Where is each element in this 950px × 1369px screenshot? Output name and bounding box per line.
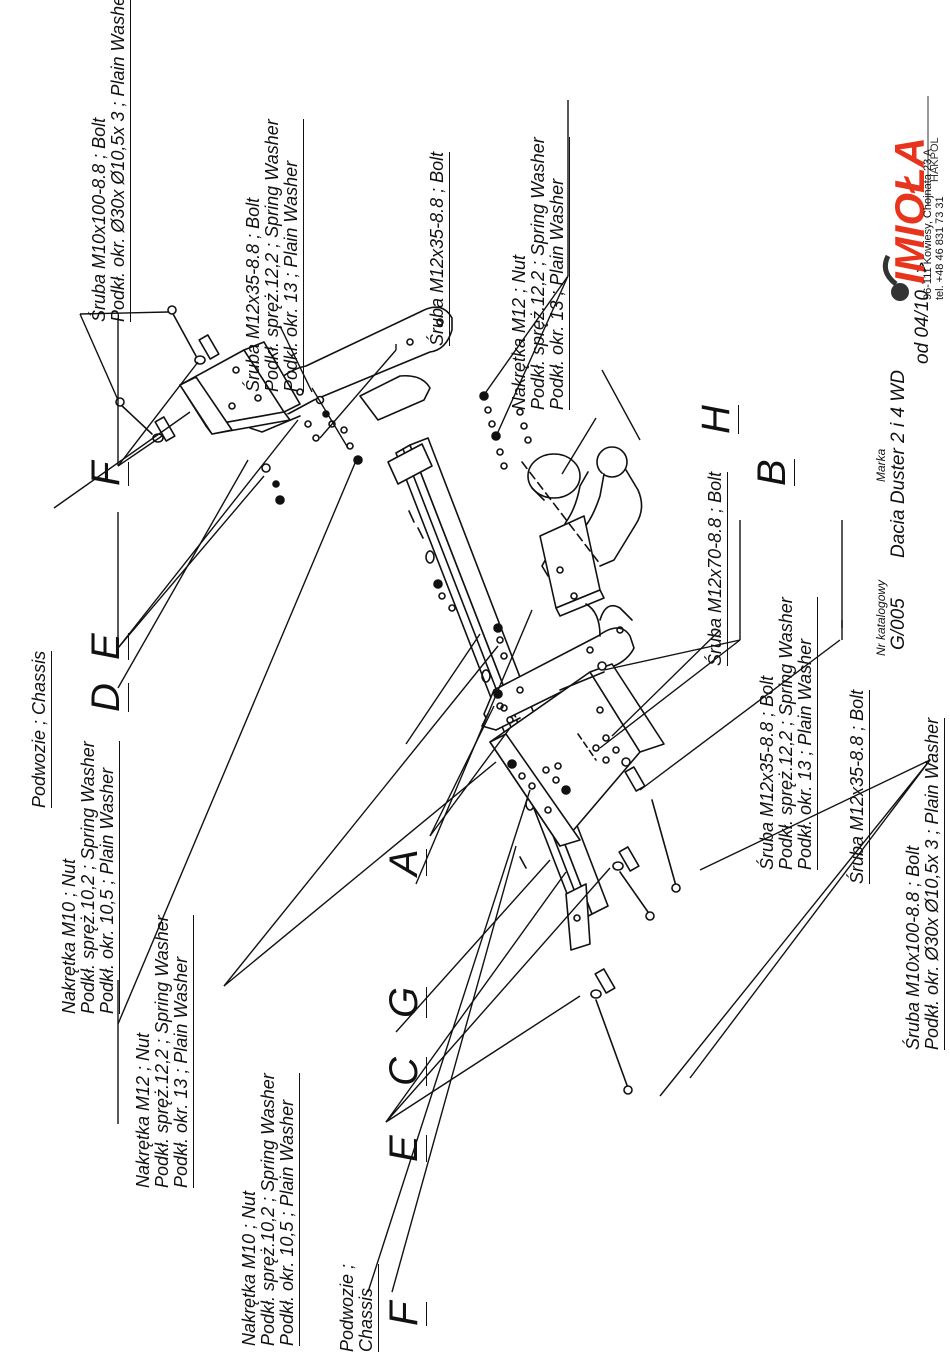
label-nut-m12-bottom: Nakrętka M12 ; Nut Podkł. spręż.12,2 ; S… <box>133 915 194 1188</box>
part-letter-B: B <box>750 459 795 486</box>
label-bolt-m12x70: Śruba M12x70-8.8 ; Bolt <box>705 471 728 666</box>
label-nut-m10-bottom: Nakrętka M10 ; Nut Podkł. spręż.10,2 ; S… <box>239 1073 300 1346</box>
catalog-caption: Nr katalogowy <box>874 579 888 656</box>
part-letter-D: D <box>84 683 129 712</box>
part-letter-C: C <box>382 1057 427 1086</box>
brand-logo-graphic: IMIOŁA HAKPOL <box>882 96 941 301</box>
make-value: Dacia Duster 2 i 4 WD <box>888 370 909 558</box>
leader-lines <box>53 100 931 1293</box>
label-nut-m12-top: Nakrętka M12 ; Nut Podkł. spręż.12,2 ; S… <box>509 137 570 410</box>
brand-wordmark: IMIOŁA <box>886 137 933 284</box>
brand-logo: IMIOŁA HAKPOL <box>866 96 950 306</box>
label-chassis-top: Podwozie ; Chassis <box>29 650 52 808</box>
label-bolt-m12x35-mid-washers: Śruba M12x35-8.8 ; Bolt Podkł. spręż.12,… <box>757 597 818 870</box>
part-letter-A: A <box>382 849 427 876</box>
part-letter-G: G <box>382 986 427 1018</box>
label-bolt-m10x100-top: Śruba M10x100-8.8 ; Bolt Podkł. okr. Ø30… <box>89 0 131 322</box>
fasteners <box>115 305 681 1095</box>
brand-address: 96-111 Kowiesy, Chojnata 23 A <box>922 148 934 300</box>
catalog-number: G/005 <box>888 598 909 650</box>
brand-address-block: 96-111 Kowiesy, Chojnata 23 A tel. +48 4… <box>922 149 946 300</box>
socket-plate-G <box>539 515 605 637</box>
part-letter-H: H <box>694 405 739 434</box>
part-letter-E-bottom: E <box>382 1135 427 1162</box>
label-bolt-m12x35-mid: Śruba M12x35-8.8 ; Bolt <box>847 689 870 884</box>
label-bolt-m12x35-top: Śruba M12x35-8.8 ; Bolt <box>427 151 450 346</box>
channel-bracket-top <box>179 341 301 435</box>
brand-subtitle: HAKPOL <box>929 137 941 182</box>
part-letter-F-top: F <box>84 461 129 486</box>
label-chassis-bottom: Podwozie ; Chassis <box>337 1263 379 1352</box>
make-caption: Marka <box>874 448 888 482</box>
label-bolt-m10x100-bottom: Śruba M10x100-8.8 ; Bolt Podkł. okr. Ø30… <box>903 717 945 1050</box>
brand-phone: tel. +48 46 831 73 31 <box>934 196 946 300</box>
label-nut-m10-mid: Nakrętka M10 ; Nut Podkł. spręż.10,2 ; S… <box>59 741 120 1014</box>
part-letter-E-top: E <box>84 633 129 660</box>
part-letter-F-bottom: F <box>382 1301 427 1326</box>
label-bolt-m12x35-top-washers: Śruba M12x35-8.8 ; Bolt Podkł. spręż.12,… <box>243 119 304 392</box>
side-bracket-bottom <box>481 604 635 731</box>
